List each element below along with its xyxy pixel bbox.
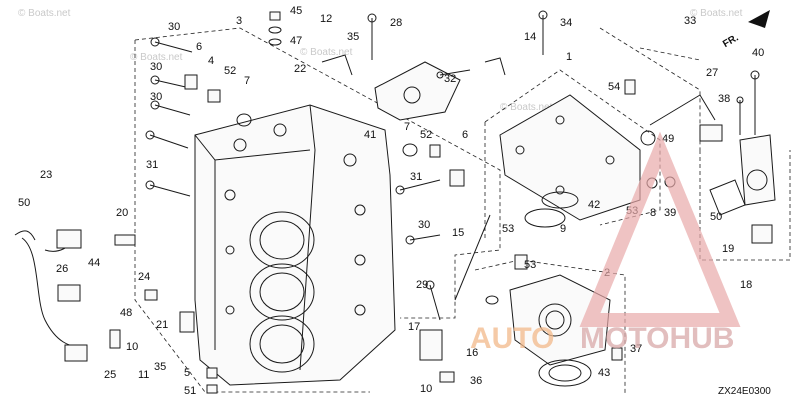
callout-label: 50 [710,211,722,223]
callout-label: 35 [347,31,359,43]
bracket-32 [374,61,461,121]
small-components [109,11,676,394]
callout-label: 25 [104,369,116,381]
callout-label: 49 [662,133,674,145]
callout-label: 39 [664,207,676,219]
callout-label: 22 [294,63,306,75]
callout-label: 31 [146,159,158,171]
callout-label: 41 [364,129,376,141]
callout-label: 48 [120,307,132,319]
callout-label: 52 [420,129,432,141]
bolts [145,10,760,321]
callout-label: 18 [740,279,752,291]
arrow-icon [748,10,770,28]
callout-label: 45 [290,5,302,17]
watermark-text: © Boats.net [130,52,183,63]
callout-label: 4 [208,55,214,67]
callout-label: 26 [56,263,68,275]
brand-text-part1: AUTO [470,322,554,355]
callout-label: 23 [40,169,52,181]
callout-label: 40 [752,47,764,59]
callout-label: 7 [404,121,410,133]
callout-label: 8 [650,207,656,219]
rear-cover [499,94,641,221]
callout-label: 35 [154,361,166,373]
callout-label: 30 [150,61,162,73]
callout-label: 11 [138,369,149,381]
callout-label: 34 [560,17,572,29]
watermark-text: © Boats.net [300,47,353,58]
callout-label: 53 [524,259,536,271]
watermark-layer: © Boats.net © Boats.net © Boats.net © Bo… [18,8,743,113]
brand-logo: AUTO MOTOHUB [470,131,741,355]
callout-label: 15 [452,227,464,239]
callout-label: 5 [184,367,190,379]
callout-label: 14 [524,31,536,43]
callout-label: 6 [196,41,202,53]
callout-label: 50 [18,197,30,209]
watermark-text: © Boats.net [18,8,71,19]
callout-label: 32 [444,73,456,85]
seals [524,130,656,387]
callout-label: 52 [224,65,236,77]
callout-label: 43 [598,367,610,379]
callout-label: 24 [138,271,150,283]
cylinder-block [194,104,396,386]
callout-label: 10 [126,341,138,353]
callout-label: 42 [588,199,600,211]
callout-label: 54 [608,81,620,93]
callout-label: 53 [502,223,514,235]
watermark-text: © Boats.net [690,8,743,19]
callout-label: 1 [566,51,572,63]
callout-labels: 30 3 45 12 47 35 28 34 33 6 4 52 7 22 14… [18,5,764,397]
warning-triangle-icon [579,131,741,327]
callout-label: 17 [408,321,420,333]
callout-label: 38 [718,93,730,105]
direction-label: FR. [721,32,741,50]
callout-label: 9 [560,223,566,235]
oil-pump-housing [509,274,611,366]
callout-label: 47 [290,35,302,47]
callout-label: 12 [320,13,332,25]
watermark-text: © Boats.net [500,102,553,113]
callout-label: 10 [420,383,432,395]
callout-label: 16 [466,347,478,359]
callout-label: 20 [116,207,128,219]
sensor-assembly [649,94,776,244]
callout-label: 51 [184,385,196,397]
callout-label: 30 [150,91,162,103]
figure-code: ZX24E0300 [718,386,771,397]
callout-label: 6 [462,129,468,141]
wiring-harness [14,229,88,362]
callout-label: 7 [244,75,250,87]
callout-label: 37 [630,343,642,355]
callout-label: 31 [410,171,422,183]
callout-label: 21 [156,319,168,331]
callout-label: 28 [390,17,402,29]
callout-label: 29 [416,279,428,291]
callout-label: 3 [236,15,242,27]
callout-label: 44 [88,257,100,269]
brand-text-part2: MOTOHUB [580,322,734,355]
callout-label: 36 [470,375,482,387]
callout-label: 19 [722,243,734,255]
callout-label: 30 [418,219,430,231]
callout-label: 33 [684,15,696,27]
callout-label: 30 [168,21,180,33]
callout-label: 27 [706,67,718,79]
